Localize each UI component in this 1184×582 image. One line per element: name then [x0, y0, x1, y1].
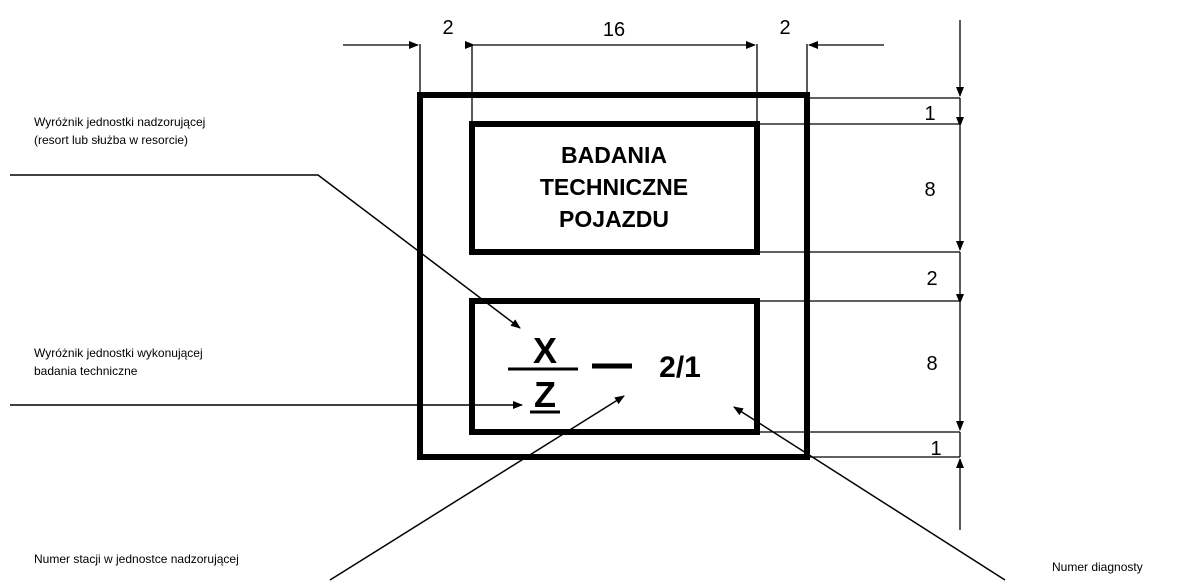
- vertical-dimension: [757, 20, 964, 530]
- top-box: [469, 121, 760, 255]
- dim-inner-width: 16: [603, 19, 625, 41]
- label-executing-unit-2: badania techniczne: [34, 364, 138, 378]
- callout-lines: [10, 174, 1006, 581]
- label-executing-unit-1: Wyróżnik jednostki wykonującej: [34, 346, 203, 360]
- denominator-z: Z: [534, 374, 556, 415]
- top-box-line-1: BADANIA: [561, 142, 667, 168]
- dim-right-margin: 2: [779, 17, 790, 39]
- station-diagnostician-number: 2/1: [659, 351, 701, 384]
- dim-bottom-box-height: 8: [926, 353, 937, 375]
- dim-left-margin: 2: [442, 17, 453, 39]
- label-diagnostician-number: Numer diagnosty: [1052, 560, 1143, 574]
- label-supervising-unit-1: Wyróżnik jednostki nadzorującej: [34, 115, 205, 129]
- label-supervising-unit-2: (resort lub służba w resorcie): [34, 133, 188, 147]
- dim-top-margin: 1: [924, 103, 935, 125]
- top-box-line-3: POJAZDU: [559, 206, 669, 232]
- dim-gap: 2: [926, 268, 937, 290]
- label-station-number: Numer stacji w jednostce nadzorującej: [34, 552, 239, 566]
- dim-bottom-margin: 1: [930, 438, 941, 460]
- bottom-box: [469, 298, 760, 435]
- numerator-x: X: [533, 330, 557, 371]
- outer-frame: [417, 92, 810, 460]
- top-box-line-2: TECHNICZNE: [540, 174, 688, 200]
- horizontal-dimension: [343, 41, 884, 121]
- dim-top-box-height: 8: [924, 179, 935, 201]
